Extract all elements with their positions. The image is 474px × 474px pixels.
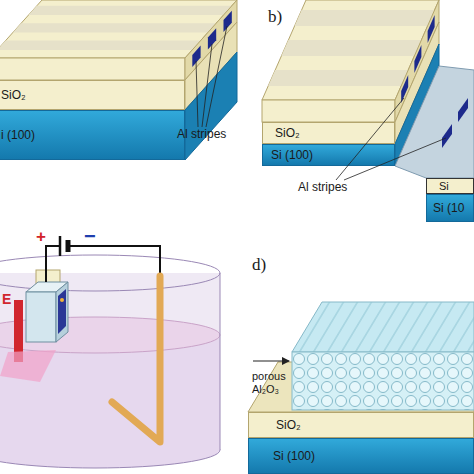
al-stripe — [458, 98, 468, 122]
polarity-sign: − — [84, 224, 96, 248]
porous-front — [292, 352, 474, 410]
substrate-layer: Si (100) — [262, 144, 395, 166]
al-stripe — [224, 11, 232, 32]
wire — [68, 246, 160, 274]
field-label: E — [2, 291, 11, 308]
substrate-layer: Si (100) — [248, 438, 474, 474]
stripe-layer — [0, 58, 185, 80]
leader-line — [196, 61, 198, 127]
sample-holder — [26, 292, 56, 342]
al-stripe — [208, 28, 216, 49]
layer-name: SiO₂ — [276, 418, 301, 432]
al-stripe — [192, 46, 200, 67]
beaker-rim — [0, 255, 220, 291]
pointer-arrow — [253, 360, 289, 361]
substrate-layer: i (100) — [0, 110, 185, 160]
wire — [46, 246, 60, 282]
polarity-sign: + — [36, 227, 46, 247]
light-beam — [0, 350, 56, 382]
porous-top — [292, 302, 474, 352]
stripe-band — [0, 41, 201, 50]
contact-dot — [60, 298, 64, 302]
stripe-band — [13, 23, 216, 32]
part-label: porous Al₂O₃ — [252, 370, 298, 396]
cleaved-plane — [395, 66, 474, 178]
panel-label: b) — [268, 7, 282, 27]
beaker-wall — [220, 273, 221, 450]
stripe-band — [268, 70, 408, 86]
al-stripe — [401, 75, 408, 103]
oxide-layer: SiO₂ — [248, 412, 474, 438]
al-stripe — [442, 124, 452, 148]
pore-array — [292, 352, 474, 410]
panel-label: d) — [252, 255, 266, 275]
stripe-band — [295, 10, 435, 26]
counter-electrode — [112, 276, 160, 442]
layer-name: SiO₂ — [275, 126, 300, 140]
part-label: Al stripes — [177, 127, 226, 141]
sample-face — [58, 289, 66, 334]
substrate-layer: Si (10 — [426, 194, 474, 222]
al-stripe — [414, 45, 421, 73]
leader-line — [202, 44, 212, 127]
side-face — [185, 52, 237, 160]
stripe-band — [29, 6, 232, 15]
holder-side — [56, 282, 68, 342]
al-stripe — [428, 15, 435, 43]
layer-name: Si (10 — [433, 201, 464, 215]
layer-name: Si — [439, 180, 449, 192]
layer-name: SiO₂ — [1, 88, 26, 102]
pore-tubes — [292, 302, 474, 352]
part-label: Al stripes — [298, 180, 347, 194]
layer-name: i (100) — [1, 128, 35, 142]
battery-plate — [66, 240, 71, 252]
leader-line — [206, 26, 227, 127]
oxide-layer: SiO₂ — [0, 80, 185, 110]
stripe-band — [281, 40, 421, 56]
beaker-body — [0, 273, 220, 450]
oxide-layer: Si — [426, 178, 474, 194]
oxide-layer: SiO₂ — [262, 122, 395, 144]
layer-name: Si (100) — [271, 148, 313, 162]
layer-name: Si (100) — [273, 449, 315, 463]
stripe-layer — [262, 100, 395, 122]
battery-plate — [59, 236, 62, 256]
